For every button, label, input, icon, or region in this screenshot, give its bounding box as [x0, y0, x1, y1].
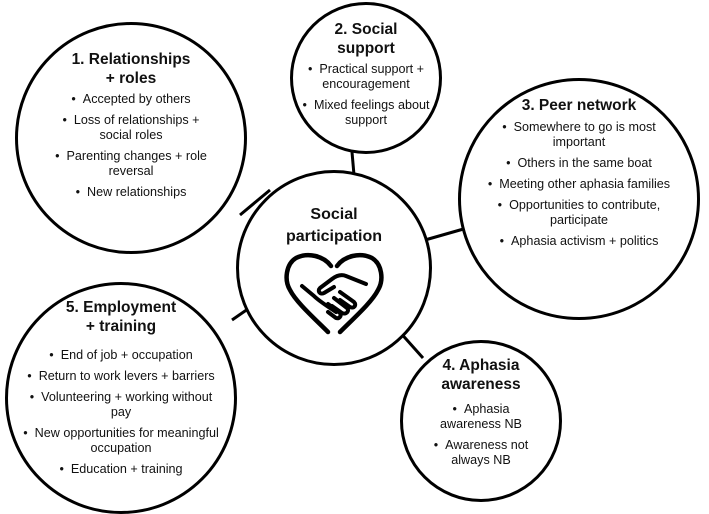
node-support-title-line1: 2. Social	[334, 21, 398, 38]
node-relationships-title: 1. Relationships + roles	[15, 50, 247, 88]
list-item: Opportunities to contribute, participate	[483, 198, 675, 228]
node-employment-title: 5. Employment + training	[5, 298, 237, 336]
list-item: Education + training	[18, 462, 224, 477]
node-support-list: Practical support + encouragement Mixed …	[301, 62, 431, 134]
node-aphasia-list: Aphasia awareness NB Awareness not alway…	[428, 402, 534, 474]
center-title-line1: Social	[310, 206, 358, 223]
node-employment-list: End of job + occupation Return to work l…	[18, 348, 224, 483]
node-employment-title-line2: + training	[85, 318, 157, 335]
list-item: Aphasia activism + politics	[483, 234, 675, 249]
list-item: Return to work levers + barriers	[18, 369, 224, 384]
list-item: Somewhere to go is most important	[483, 120, 675, 150]
center-title-line2: participation	[285, 228, 382, 245]
list-item: Awareness not always NB	[428, 438, 534, 468]
node-social-participation	[236, 170, 432, 366]
list-item: Meeting other aphasia families	[483, 177, 675, 192]
node-aphasia-title-line2: awareness	[441, 376, 521, 393]
list-item: End of job + occupation	[18, 348, 224, 363]
heart-handshake-icon	[284, 253, 384, 335]
node-relationships-title-line1: 1. Relationships	[71, 51, 191, 68]
node-aphasia-title: 4. Aphasia awareness	[400, 356, 562, 394]
connector-peer	[424, 226, 468, 242]
list-item: Aphasia awareness NB	[428, 402, 534, 432]
list-item: Loss of relationships + social roles	[45, 113, 217, 143]
node-relationships-list: Accepted by others Loss of relationships…	[45, 92, 217, 206]
list-item: Volunteering + working without pay	[18, 390, 224, 420]
node-support-title-line2: support	[337, 40, 395, 57]
list-item: New opportunities for meaningful occupat…	[18, 426, 224, 456]
node-peer-title-line1: 3. Peer network	[521, 97, 637, 114]
node-support-title: 2. Social support	[290, 20, 442, 58]
center-title: Social participation	[236, 204, 432, 248]
node-relationships-title-line2: + roles	[105, 70, 157, 87]
node-peer-list: Somewhere to go is most important Others…	[483, 120, 675, 255]
list-item: New relationships	[45, 185, 217, 200]
node-aphasia-title-line1: 4. Aphasia	[442, 357, 520, 374]
node-employment-title-line1: 5. Employment	[65, 299, 177, 316]
list-item: Parenting changes + role reversal	[45, 149, 217, 179]
list-item: Practical support + encouragement	[301, 62, 431, 92]
list-item: Others in the same boat	[483, 156, 675, 171]
node-peer-title: 3. Peer network	[458, 96, 700, 115]
list-item: Accepted by others	[45, 92, 217, 107]
list-item: Mixed feelings about support	[301, 98, 431, 128]
connector-relationships	[239, 188, 271, 217]
